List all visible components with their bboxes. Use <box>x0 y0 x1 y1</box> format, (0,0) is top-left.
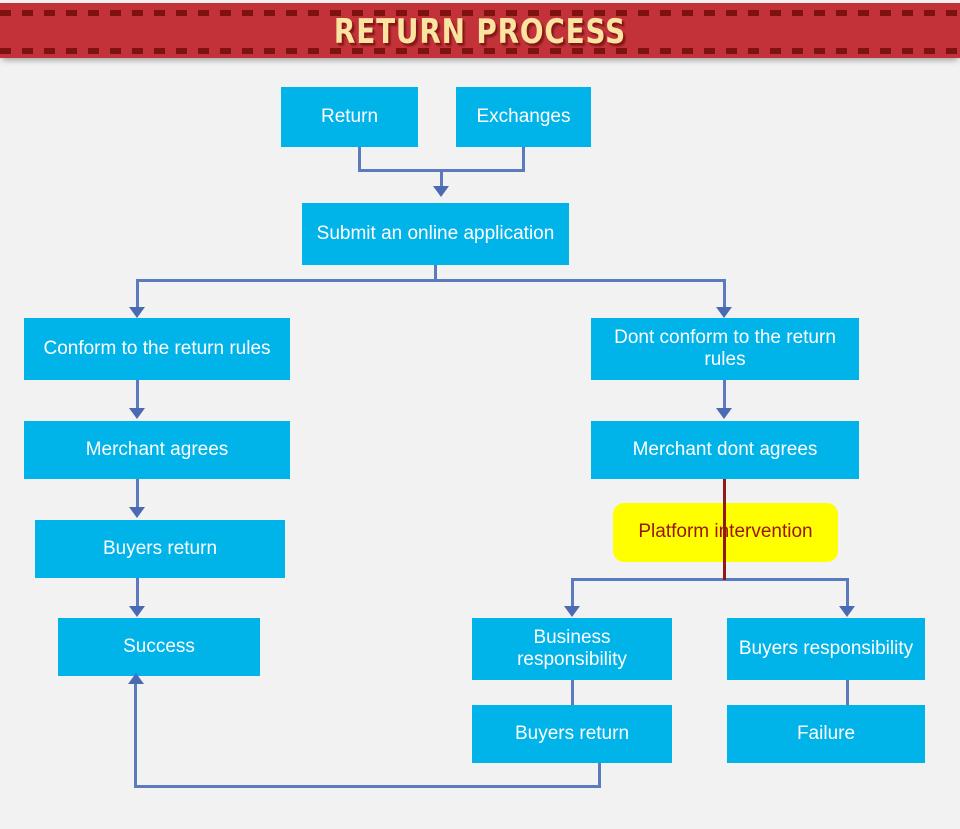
connector-feedback-across <box>134 785 601 788</box>
arrow-to-buyers-responsibility <box>839 606 855 617</box>
connector-feedback-down <box>598 763 601 787</box>
connector-split-bar <box>136 279 726 282</box>
node-buyers-responsibility[interactable]: Buyers responsibility <box>727 618 925 680</box>
connector-feedback-up <box>134 683 137 785</box>
connector-platform-down-red <box>723 562 726 580</box>
node-success[interactable]: Success <box>58 618 260 676</box>
arrow-to-dont-conform <box>716 307 732 318</box>
connector-dont-conform-to-merchant <box>723 380 726 412</box>
node-merchant-agrees[interactable]: Merchant agrees <box>24 421 290 479</box>
node-merchant-dont-agrees[interactable]: Merchant dont agrees <box>591 421 859 479</box>
connector-to-submit <box>440 169 443 191</box>
connector-merchant-to-buyers-return <box>136 479 139 511</box>
page-title: RETURN PROCESS <box>333 12 627 52</box>
node-exchanges[interactable]: Exchanges <box>456 87 591 147</box>
flowchart-canvas: Return Exchanges Submit an online applic… <box>0 58 960 829</box>
connector-business-to-buyers-return <box>571 680 574 705</box>
node-business-responsibility[interactable]: Business responsibility <box>472 618 672 680</box>
connector-responsibility-right <box>846 578 849 610</box>
arrow-to-business-responsibility <box>564 606 580 617</box>
arrow-to-success <box>129 606 145 617</box>
connector-responsibility-left <box>571 578 574 610</box>
arrow-to-conform <box>129 307 145 318</box>
arrow-to-submit <box>433 186 449 197</box>
node-failure[interactable]: Failure <box>727 705 925 763</box>
arrow-to-buyers-return-left <box>129 507 145 518</box>
connector-split-left <box>136 279 139 311</box>
arrow-to-merchant-dont-agrees <box>716 408 732 419</box>
connector-responsibility-bar <box>571 578 849 581</box>
connector-submit-down <box>434 265 437 281</box>
connector-buyers-return-to-success <box>136 578 139 610</box>
connector-return-stub <box>358 147 361 171</box>
connector-conform-to-merchant <box>136 380 139 412</box>
connector-exchanges-stub <box>522 147 525 171</box>
connector-buyers-resp-to-failure <box>846 680 849 705</box>
node-dont-conform-rules[interactable]: Dont conform to the return rules <box>591 318 859 380</box>
arrow-feedback-to-success <box>128 673 144 684</box>
header-banner: RETURN PROCESS <box>0 3 960 58</box>
connector-merchant-to-platform <box>723 479 726 579</box>
node-return[interactable]: Return <box>281 87 418 147</box>
connector-split-right <box>723 279 726 311</box>
node-buyers-return-bottom[interactable]: Buyers return <box>472 705 672 763</box>
node-buyers-return-left[interactable]: Buyers return <box>35 520 285 578</box>
arrow-to-merchant-agrees <box>129 408 145 419</box>
node-conform-rules[interactable]: Conform to the return rules <box>24 318 290 380</box>
node-submit-application[interactable]: Submit an online application <box>302 203 569 265</box>
